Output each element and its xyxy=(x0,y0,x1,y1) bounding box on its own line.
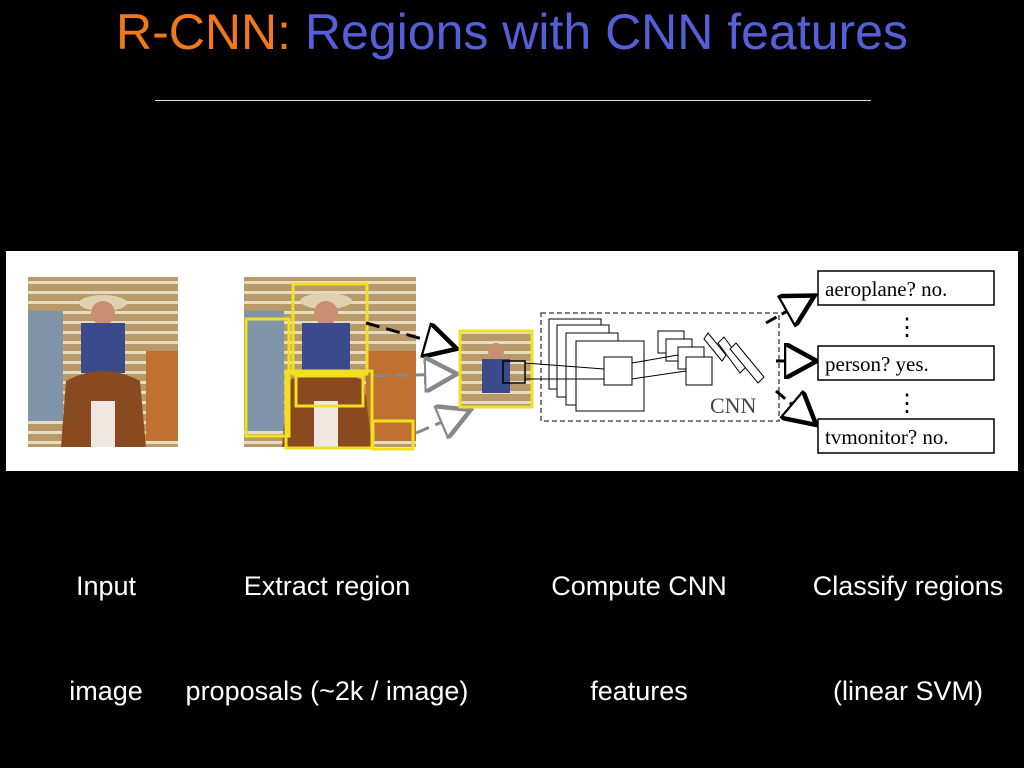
caption-classify: Classify regions (linear SVM) xyxy=(796,499,1020,744)
region-proposal-boxes xyxy=(244,282,415,451)
arrow-proposal-3 xyxy=(415,411,468,433)
caption-classify-line2: (linear SVM) xyxy=(832,676,984,706)
caption-input: Input image xyxy=(56,499,156,744)
caption-input-line2: image xyxy=(69,676,143,706)
ellipsis-dots-2: ⋮ xyxy=(895,391,919,417)
class-box-tvmonitor: tvmonitor? no. xyxy=(817,418,995,454)
class-box-person: person? yes. xyxy=(817,345,995,381)
caption-extract-line1: Extract region xyxy=(243,571,411,601)
arrow-class-1 xyxy=(765,297,812,323)
class-label-tvmonitor: tvmonitor? no. xyxy=(825,425,949,449)
class-box-aeroplane: aeroplane? no. xyxy=(817,270,995,306)
class-label-person: person? yes. xyxy=(825,352,929,376)
arrow-proposal-2 xyxy=(373,374,454,376)
title-rest: Regions with CNN features xyxy=(291,4,908,60)
caption-input-line1: Input xyxy=(75,571,137,601)
class-label-aeroplane: aeroplane? no. xyxy=(825,277,947,301)
caption-extract-line2: proposals (~2k / image) xyxy=(185,676,469,706)
warped-region xyxy=(458,329,534,409)
pipeline-figure: CNN aeroplane? no. ⋮ person? yes. ⋮ tvmo… xyxy=(6,251,1018,471)
slide-title: R-CNN: Regions with CNN features xyxy=(0,4,1024,60)
title-underline xyxy=(155,100,871,101)
cnn-block: CNN xyxy=(524,312,780,422)
input-image xyxy=(28,277,178,447)
ellipsis-dots-1: ⋮ xyxy=(895,315,919,341)
caption-compute-line1: Compute CNN xyxy=(551,571,727,601)
caption-classify-line1: Classify regions xyxy=(812,571,1004,601)
arrow-class-3 xyxy=(775,389,814,423)
caption-extract: Extract region proposals (~2k / image) xyxy=(164,499,490,744)
caption-compute-line2: features xyxy=(590,676,688,706)
title-rcnn: R-CNN: xyxy=(116,4,292,60)
proposal-image xyxy=(244,277,416,451)
pipeline-diagram: CNN aeroplane? no. ⋮ person? yes. ⋮ tvmo… xyxy=(28,270,995,454)
cnn-label: CNN xyxy=(710,393,757,418)
caption-compute: Compute CNN features xyxy=(530,499,748,744)
arrow-proposal-1 xyxy=(365,321,454,348)
